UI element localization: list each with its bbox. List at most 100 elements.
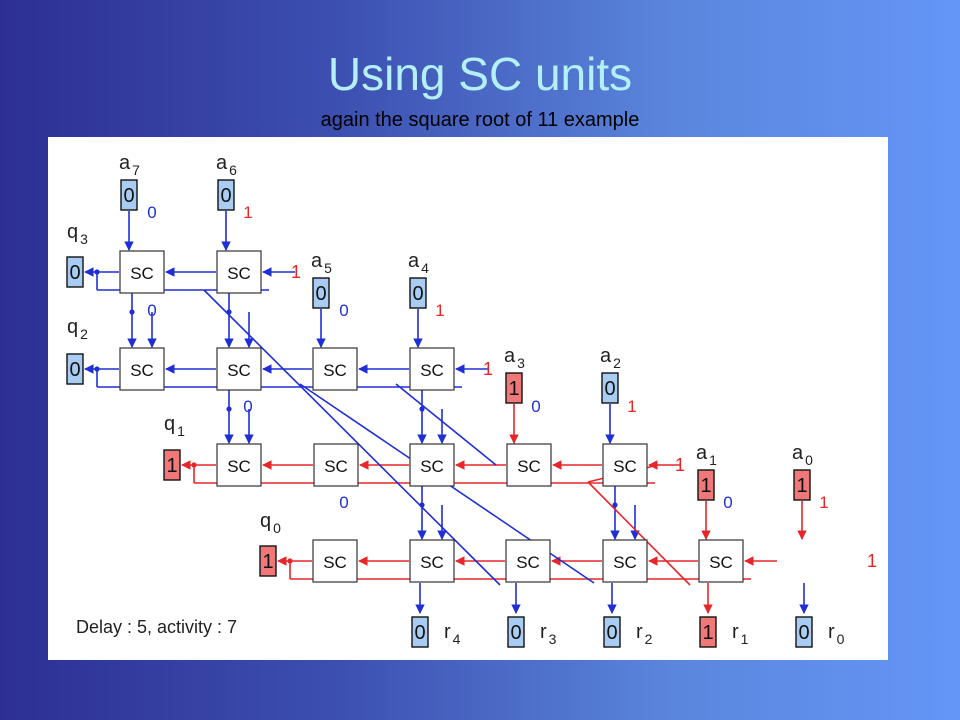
a7-input-value: 0: [123, 185, 134, 207]
status-text: Delay : 5, activity : 7: [76, 617, 238, 637]
a7-input-box: [120, 179, 138, 211]
sc-cell-r3-c2: [505, 539, 551, 583]
r0-output-value: 0: [798, 622, 809, 644]
sc-cell-r2-c4: [602, 443, 648, 487]
sc-cell-r3-c4-label: SC: [709, 553, 733, 572]
sc-cell-r3-c0: [312, 539, 358, 583]
constant-label: 0: [339, 301, 348, 320]
constant-label: 0: [243, 397, 252, 416]
sc-cell-r3-c4: [698, 539, 744, 583]
diagonal-wire: [203, 289, 501, 586]
constant-label: 0: [147, 301, 156, 320]
r3-output-value: 0: [510, 622, 521, 644]
r4-output-box: [411, 616, 429, 648]
r3-output-box: [507, 616, 525, 648]
sc-cell-r2-c2: [409, 443, 455, 487]
a3-input-value: 1: [508, 378, 519, 400]
r2-output-box: [603, 616, 621, 648]
slide-title: Using SC units: [327, 48, 633, 100]
constant-label: 1: [435, 301, 444, 320]
r0-output-box: [795, 616, 813, 648]
sc-cell-r1-c0: [119, 347, 165, 391]
q0-output-value: 1: [262, 551, 273, 573]
q1-output-box: [163, 449, 181, 481]
sc-cell-r2-c1: [313, 443, 359, 487]
sc-cell-r1-c1: [216, 347, 262, 391]
sc-cell-r1-c1-label: SC: [227, 361, 251, 380]
a6-input-box: [217, 179, 235, 211]
carry-in-one-label: 1: [483, 359, 493, 379]
sc-cell-r3-c1: [409, 539, 455, 583]
sc-cell-r0-c1-label: SC: [227, 264, 251, 283]
sc-cell-r2-c4-label: SC: [613, 457, 637, 476]
junction-dot: [226, 406, 232, 412]
junction-dot: [129, 309, 135, 315]
junction-dot: [287, 558, 293, 564]
slide-subtitle: again the square root of 11 example: [320, 109, 640, 131]
sc-cell-r2-c3: [506, 443, 552, 487]
q3-output-box: [66, 256, 84, 288]
sc-cell-r3-c3: [602, 539, 648, 583]
a5-input-value: 0: [315, 283, 326, 305]
a0-input-value: 1: [796, 475, 807, 497]
constant-label: 1: [627, 397, 636, 416]
sc-cell-r2-c2-label: SC: [420, 457, 444, 476]
sc-cell-r1-c2: [312, 347, 358, 391]
sc-cell-r0-c1: [216, 250, 262, 294]
constant-label: 0: [339, 493, 348, 512]
q0-output-box: [259, 545, 277, 577]
a4-input-value: 0: [412, 283, 423, 305]
sc-cell-r1-c0-label: SC: [130, 361, 154, 380]
constant-label: 0: [147, 203, 156, 222]
a3-input-box: [505, 372, 523, 404]
sc-cell-r2-c0-label: SC: [227, 457, 251, 476]
sc-cell-r0-c0: [119, 250, 165, 294]
a1-input-value: 1: [700, 475, 711, 497]
sc-cell-r3-c1-label: SC: [420, 553, 444, 572]
junction-dot: [419, 406, 425, 412]
sc-cell-r2-c1-label: SC: [324, 457, 348, 476]
constant-label: 1: [243, 203, 252, 222]
a4-input-box: [409, 277, 427, 309]
q1-output-value: 1: [166, 455, 177, 477]
a1-input-box: [697, 469, 715, 501]
constant-label: 0: [723, 493, 732, 512]
a0-input-box: [793, 469, 811, 501]
sc-cell-r3-c0-label: SC: [323, 553, 347, 572]
carry-in-one-label: 1: [675, 455, 685, 475]
junction-dot: [612, 502, 618, 508]
q3-output-value: 0: [69, 262, 80, 284]
sc-cell-r2-c0: [216, 443, 262, 487]
a2-input-value: 0: [604, 378, 615, 400]
r2-output-value: 0: [606, 622, 617, 644]
q2-output-box: [66, 353, 84, 385]
junction-dot: [94, 269, 100, 275]
a2-input-box: [601, 372, 619, 404]
carry-in-one-label: 1: [867, 551, 877, 571]
constant-label: 0: [531, 397, 540, 416]
r1-output-value: 1: [702, 622, 713, 644]
diagonal-wire: [587, 481, 691, 586]
sc-cell-r0-c0-label: SC: [130, 264, 154, 283]
sc-cell-r1-c3: [409, 347, 455, 391]
q2-output-value: 0: [69, 359, 80, 381]
sc-cell-r1-c3-label: SC: [420, 361, 444, 380]
sc-cell-r3-c2-label: SC: [516, 553, 540, 572]
